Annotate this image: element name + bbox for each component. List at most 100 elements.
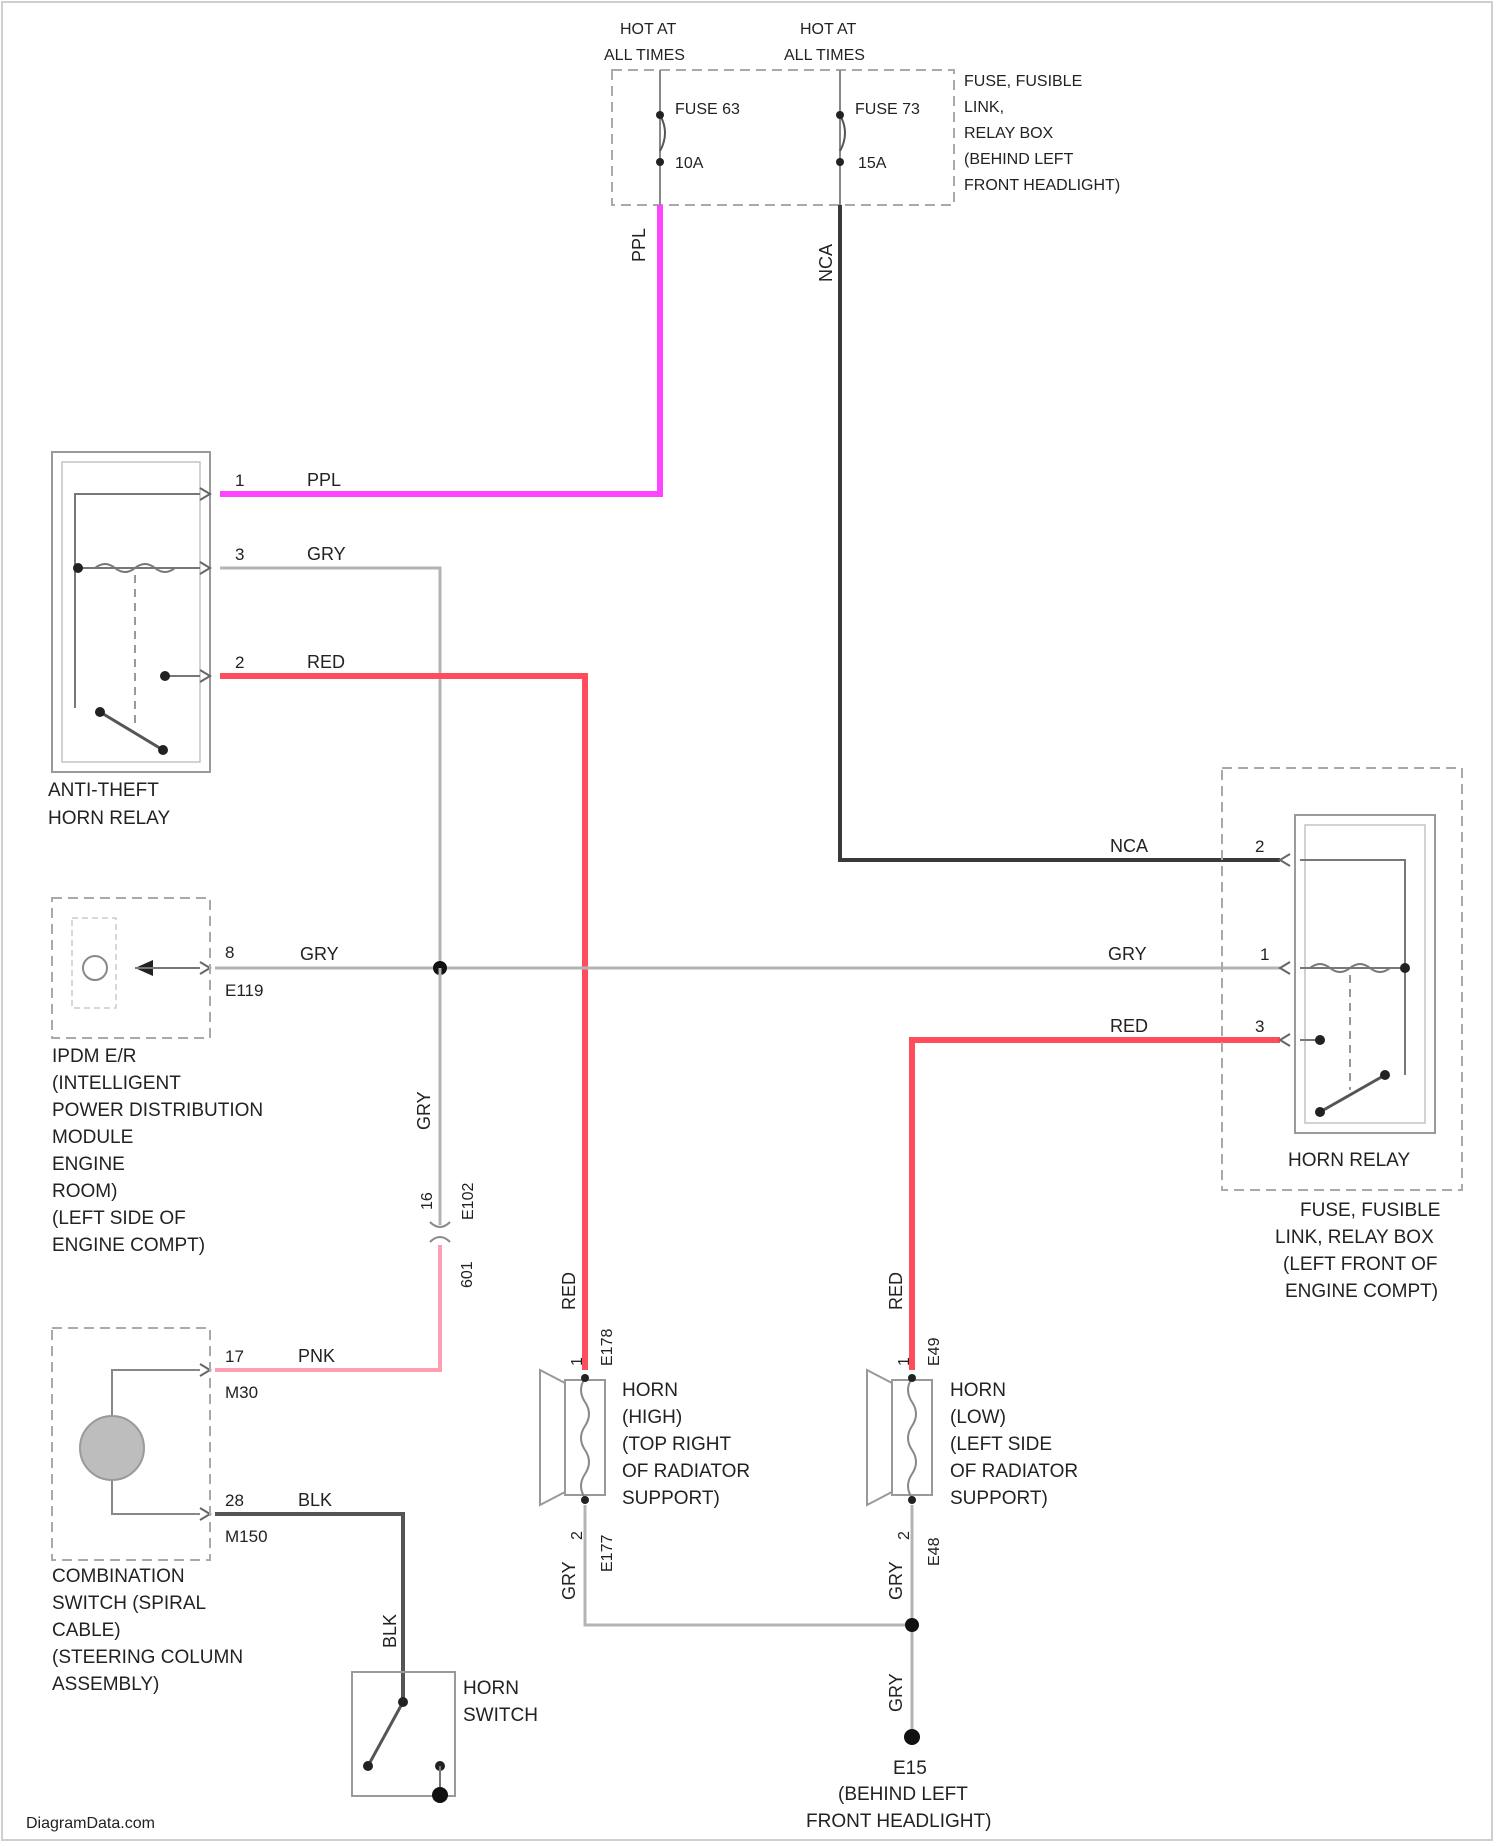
wire-gry-horns bbox=[585, 1505, 912, 1625]
wire-red-horn-low bbox=[912, 1040, 1280, 1370]
anti-theft-relay-label-1: ANTI-THEFT bbox=[48, 780, 159, 801]
wire-gry-vertical-label: GRY bbox=[414, 1091, 434, 1130]
fuse-left-dot-bottom bbox=[656, 158, 664, 166]
ground-label-1: (BEHIND LEFT bbox=[838, 1784, 968, 1805]
ipdm-label-7: (LEFT SIDE OF bbox=[52, 1208, 186, 1229]
wire-blk-v-label: BLK bbox=[380, 1614, 400, 1648]
ipdm-er: 8 E119 IPDM E/R (INTELLIGENT POWER DISTR… bbox=[52, 898, 263, 1256]
tip-anti-theft-1 bbox=[200, 488, 210, 500]
tip-ipdm bbox=[200, 962, 210, 974]
horn-relay-switch-arm bbox=[1320, 1075, 1385, 1112]
horn-high-conn-bottom: E177 bbox=[599, 1535, 616, 1572]
horn-relay-pin-1: 1 bbox=[1260, 945, 1269, 964]
ground-label-2: FRONT HEADLIGHT) bbox=[806, 1811, 991, 1832]
horn-low-label-1: HORN bbox=[950, 1380, 1006, 1401]
wire-junction-ground bbox=[905, 1618, 919, 1632]
wire-gry-horn-low-label: GRY bbox=[886, 1561, 906, 1600]
hot-label-right-1: HOT AT bbox=[800, 21, 857, 38]
ground-id: E15 bbox=[893, 1758, 927, 1779]
horn-low-label-3: (LEFT SIDE bbox=[950, 1434, 1052, 1455]
ipdm-pin: 8 bbox=[225, 943, 234, 962]
fuse-box-outline bbox=[612, 70, 954, 205]
horn-relay-box-label-3: (LEFT FRONT OF bbox=[1283, 1254, 1437, 1275]
joint-connector: 16 E102 601 bbox=[419, 1183, 477, 1288]
horn-switch-dot-2 bbox=[363, 1761, 373, 1771]
fuse-right-dot-top bbox=[836, 111, 844, 119]
anti-theft-horn-relay: 1 3 2 ANTI-THEFT HORN RELAY bbox=[48, 452, 244, 829]
fuse-box-desc-3: RELAY BOX bbox=[964, 125, 1054, 142]
horn-relay-contact-dot bbox=[1315, 1035, 1325, 1045]
horn-switch: HORN SWITCH bbox=[352, 1672, 538, 1803]
wire-nca-vertical-label: NCA bbox=[816, 244, 836, 282]
horn-high-body bbox=[540, 1370, 565, 1505]
horn-relay: 2 1 3 HORN RELAY FUSE, FUSIBLE LINK, REL… bbox=[1222, 768, 1462, 1302]
horn-high-pin-bottom: 2 bbox=[569, 1531, 586, 1540]
horn-low-coil-box bbox=[892, 1380, 932, 1495]
fuse-box-desc-4: (BEHIND LEFT bbox=[964, 151, 1074, 168]
wire-red-horn-low-label: RED bbox=[886, 1272, 906, 1310]
anti-theft-relay-pin-2: 2 bbox=[235, 653, 244, 672]
wire-ppl-vertical-label: PPL bbox=[629, 228, 649, 262]
horn-low-coil bbox=[908, 1378, 916, 1498]
horn-relay-switch-dot-2 bbox=[1315, 1107, 1325, 1117]
horn-high-label-4: OF RADIATOR bbox=[622, 1461, 750, 1482]
anti-theft-relay-switch-dot-1 bbox=[95, 707, 105, 717]
fuse-right-name: FUSE 73 bbox=[855, 101, 920, 118]
tip-combo-28 bbox=[200, 1508, 210, 1520]
wire-ppl-pin1-label: PPL bbox=[307, 470, 341, 490]
horn-low-body bbox=[867, 1370, 892, 1505]
anti-theft-relay-label-2: HORN RELAY bbox=[48, 808, 170, 829]
ipdm-label-8: ENGINE COMPT) bbox=[52, 1235, 205, 1256]
tip-anti-theft-2 bbox=[200, 670, 210, 682]
ipdm-label-5: ENGINE bbox=[52, 1154, 125, 1175]
fuse-left-rating: 10A bbox=[675, 155, 704, 172]
horn-high-pin-top: 1 bbox=[569, 1357, 586, 1366]
fuse-box-top: HOT AT ALL TIMES HOT AT ALL TIMES FUSE 6… bbox=[604, 21, 1120, 205]
fuse-left-dot-top bbox=[656, 111, 664, 119]
anti-theft-relay-switch-dot-2 bbox=[158, 745, 168, 755]
fuse-box-desc-1: FUSE, FUSIBLE bbox=[964, 73, 1082, 90]
fuse-left-name: FUSE 63 bbox=[675, 101, 740, 118]
hot-label-right-2: ALL TIMES bbox=[784, 47, 865, 64]
horn-relay-label: HORN RELAY bbox=[1288, 1150, 1410, 1171]
ipdm-connector: E119 bbox=[225, 981, 263, 1000]
joint-bottom-pin: 601 bbox=[459, 1261, 476, 1288]
wire-blk-h-label: BLK bbox=[298, 1490, 332, 1510]
horn-low-conn-bottom: E48 bbox=[926, 1537, 943, 1566]
anti-theft-relay-contact-dot bbox=[160, 671, 170, 681]
wire-nca bbox=[840, 205, 1280, 860]
ground-icon bbox=[904, 1729, 920, 1745]
horn-relay-coil-dot bbox=[1400, 963, 1410, 973]
wire-nca-relay-label: NCA bbox=[1110, 836, 1148, 856]
wire-red-horn-high bbox=[220, 676, 585, 1370]
wire-red-horn-high-label: RED bbox=[559, 1272, 579, 1310]
wire-gry-ipdm-label: GRY bbox=[300, 944, 339, 964]
hot-label-left-2: ALL TIMES bbox=[604, 47, 685, 64]
horn-switch-ground-icon bbox=[432, 1787, 448, 1803]
horn-high-label-3: (TOP RIGHT bbox=[622, 1434, 731, 1455]
horn-low-dot-top bbox=[908, 1374, 916, 1382]
wire-gry-pin3-label: GRY bbox=[307, 544, 346, 564]
horn-relay-inner bbox=[1305, 825, 1425, 1123]
horn-low-conn-top: E49 bbox=[926, 1337, 943, 1366]
horn-low-pin-bottom: 2 bbox=[896, 1531, 913, 1540]
fuse-box-desc-2: LINK, bbox=[964, 99, 1004, 116]
tip-relay-1 bbox=[1280, 962, 1290, 974]
tip-combo-17 bbox=[200, 1364, 210, 1376]
spiral-cable-icon bbox=[80, 1416, 144, 1480]
wire-gry-ground-label: GRY bbox=[886, 1673, 906, 1712]
horn-low: 1 E49 2 E48 HORN (LOW) (LEFT SIDE OF RAD… bbox=[867, 1337, 1078, 1566]
horn-high-conn-top: E178 bbox=[599, 1329, 616, 1366]
anti-theft-relay-inner bbox=[62, 462, 200, 762]
ipdm-label-4: MODULE bbox=[52, 1127, 133, 1148]
ipdm-inner bbox=[72, 918, 116, 1008]
horn-high-dot-bottom bbox=[581, 1496, 589, 1504]
ipdm-driver-symbol bbox=[83, 956, 107, 980]
fuse-right-dot-bottom bbox=[836, 158, 844, 166]
wire-red-pin2-label: RED bbox=[307, 652, 345, 672]
ipdm-label-2: (INTELLIGENT bbox=[52, 1073, 181, 1094]
horn-high-label-1: HORN bbox=[622, 1380, 678, 1401]
anti-theft-relay-pin-3: 3 bbox=[235, 545, 244, 564]
wire-gry-relay-label: GRY bbox=[1108, 944, 1147, 964]
